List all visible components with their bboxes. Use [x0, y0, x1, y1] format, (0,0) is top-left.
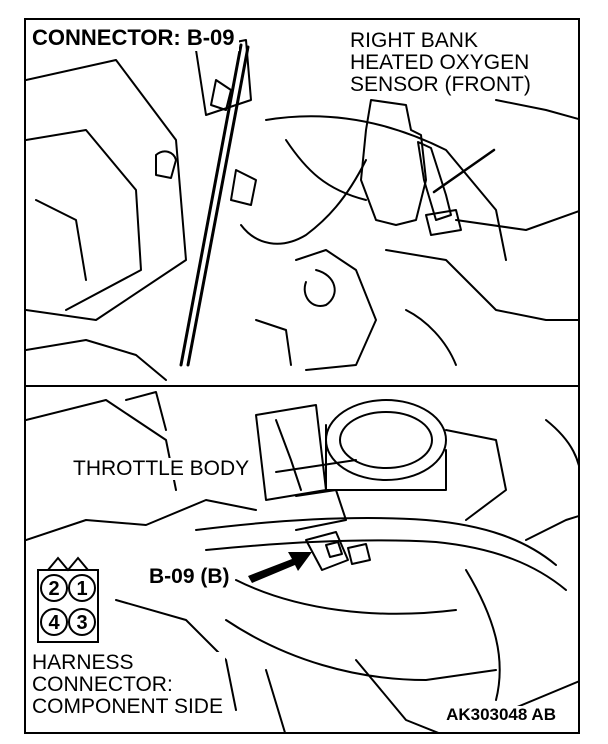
connector-b09-body	[305, 531, 349, 571]
dipstick-tube	[179, 43, 243, 367]
intake-manifold-outline	[26, 59, 187, 321]
connector-title: CONNECTOR: B-09	[32, 26, 239, 52]
sensor-leader	[432, 148, 496, 194]
engine-illustration	[26, 39, 578, 732]
connector-callout-label: B-09 (B)	[146, 565, 233, 589]
diagram-frame: CONNECTOR: B-09 RIGHT BANK HEATED OXYGEN…	[24, 18, 580, 734]
panel-divider	[26, 385, 578, 387]
sensor-label-line-1: RIGHT BANK	[350, 29, 478, 52]
pin-1: 1	[76, 578, 87, 600]
reference-code: AK303048 AB	[444, 705, 558, 725]
harness-connector-pinout: 2 1 4 3	[34, 556, 104, 648]
harness-label-line-3: COMPONENT SIDE	[32, 695, 223, 719]
oxygen-sensor-body	[417, 141, 452, 221]
sensor-wire	[240, 159, 367, 245]
sensor-mount-boss	[360, 99, 427, 226]
harness-label-line-1: HARNESS	[32, 651, 134, 674]
block-lower-outline	[295, 249, 377, 371]
wire-harness-lower	[205, 539, 567, 591]
wire-harness-upper	[195, 517, 557, 566]
sensor-label: RIGHT BANK HEATED OXYGEN SENSOR (FRONT)	[348, 29, 533, 97]
sensor-label-line-3: SENSOR (FRONT)	[350, 73, 531, 97]
connector-face-icon: 2 1 4 3	[37, 556, 99, 643]
pin-2: 2	[48, 578, 59, 600]
sensor-label-line-2: HEATED OXYGEN	[350, 51, 530, 75]
throttle-body-label: THROTTLE BODY	[70, 457, 253, 481]
exhaust-manifold-outline	[265, 115, 507, 261]
harness-label-line-2: CONNECTOR:	[32, 673, 173, 697]
throttle-bore-inner	[339, 411, 433, 469]
throttle-linkage	[255, 404, 327, 501]
connector-latch-icon	[47, 556, 89, 572]
pin-3: 3	[76, 612, 87, 634]
connector-arrow-icon	[248, 552, 312, 583]
pin-4: 4	[48, 612, 60, 634]
harness-connector-label: HARNESS CONNECTOR: COMPONENT SIDE	[30, 651, 225, 719]
throttle-leader	[275, 459, 357, 473]
